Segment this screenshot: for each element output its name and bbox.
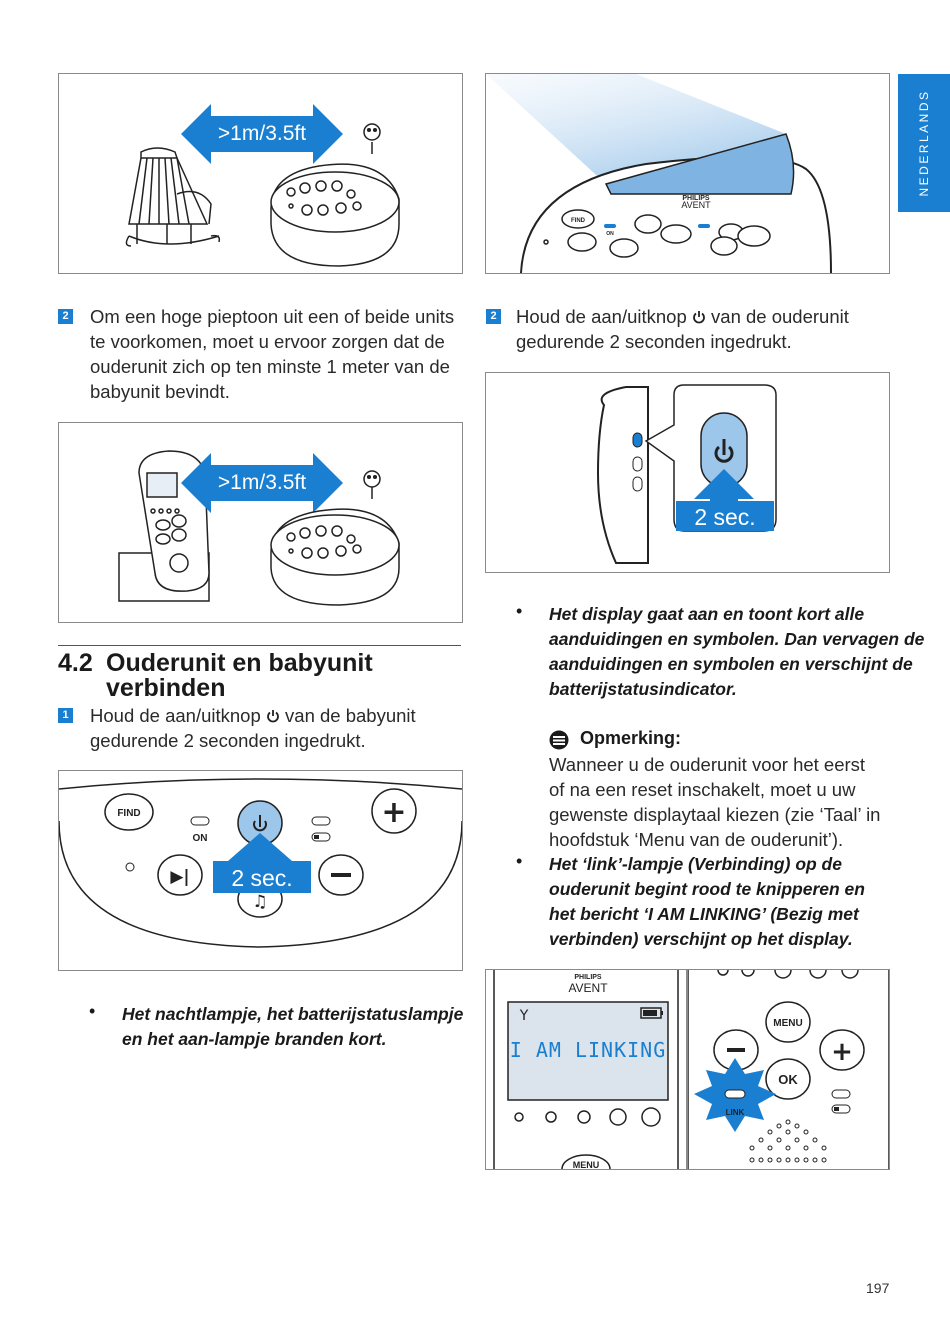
brand-philips: PHILIPS — [682, 195, 710, 202]
baby-unit-icon — [270, 470, 400, 606]
figure-link-light: MENU + OK LINK — [687, 969, 890, 1170]
text-line: Houd de aan/uitknop van de ouderunit — [516, 306, 849, 327]
text-line: Het ‘link’-lampje (Verbinding) op de — [549, 854, 842, 874]
text-line: babyunit bevindt. — [90, 381, 230, 402]
on-label-small: ON — [606, 231, 614, 237]
note-text: Wanneer u de ouderunit voor het eerst of… — [549, 752, 880, 852]
text-line: gedurende 2 seconden ingedrukt. — [516, 331, 792, 352]
page-number: 197 — [866, 1280, 890, 1296]
figure-parent-display: PHILIPS AVENT FIND ON — [485, 73, 890, 274]
text-line: aanduidingen en symbolen. Dan vervagen d… — [549, 629, 925, 649]
hold-label: 2 sec. — [231, 865, 292, 891]
distance-label: >1m/3.5ft — [218, 122, 306, 145]
menu-label: MENU — [773, 1018, 802, 1029]
language-label: NEDERLANDS — [917, 89, 931, 197]
power-icon — [693, 311, 705, 324]
bullet-dot: • — [516, 601, 523, 621]
figure-power-button-parent: 2 sec. — [485, 372, 890, 573]
figure-linking-display: PHILIPS AVENT Y I AM LINKING MENU — [485, 969, 687, 1170]
text-line: gewenste displaytaal kiezen (zie ‘Taal’ … — [549, 804, 881, 825]
baby-unit-icon — [270, 123, 400, 267]
hold-label: 2 sec. — [694, 504, 755, 530]
section-number: 4.2 — [58, 649, 93, 677]
plus-icon: + — [831, 1037, 853, 1067]
brand-avent: AVENT — [681, 200, 711, 210]
step2-text-left: Om een hoge pieptoon uit een of beide un… — [90, 304, 454, 404]
menu-label-small: MENU — [573, 1160, 600, 1169]
text-line: hoofdstuk ‘Menu van de ouderunit’). — [549, 829, 844, 850]
section-title: Ouderunit en babyunit verbinden — [106, 651, 373, 701]
bullet-link-light: Het ‘link’-lampje (Verbinding) op de oud… — [549, 852, 865, 952]
distance-arrow — [181, 104, 343, 164]
section-divider — [58, 645, 461, 646]
lullaby-icon: ♫ — [252, 892, 267, 912]
text-line: te voorkomen, moet u ervoor zorgen dat d… — [90, 331, 445, 352]
minus-icon — [331, 873, 351, 877]
step-number: 2 — [486, 309, 501, 324]
text-line: verbinden) verschijnt op het display. — [549, 929, 853, 949]
step-number: 2 — [58, 309, 73, 324]
bullet-dot: • — [516, 851, 523, 871]
bullet-dot: • — [89, 1001, 96, 1021]
text-line: Houd de aan/uitknop van de babyunit — [90, 705, 416, 726]
brand-philips: PHILIPS — [574, 974, 602, 981]
language-tab: NEDERLANDS — [898, 74, 950, 212]
minus-icon — [727, 1048, 745, 1052]
text-line: en het aan-lampje branden kort. — [122, 1029, 387, 1049]
text-line: gedurende 2 seconden ingedrukt. — [90, 730, 366, 751]
signal-icon: Y — [519, 1008, 529, 1024]
bullet-lights: Het nachtlampje, het batterijstatuslampj… — [122, 1002, 463, 1052]
crib-icon — [125, 147, 221, 247]
find-label: FIND — [117, 808, 140, 819]
text-line: batterijstatusindicator. — [549, 679, 737, 699]
text-line: het bericht ‘I AM LINKING’ (Bezig met — [549, 904, 859, 924]
title-line: Ouderunit en babyunit — [106, 649, 373, 677]
link-label: LINK — [726, 1108, 745, 1117]
text-line: ouderunit zich op ten minste 1 meter van… — [90, 356, 450, 377]
note-icon — [549, 730, 569, 750]
figure-baby-unit-buttons: FIND ON + ▶| ♫ 2 sec. — [58, 770, 463, 971]
ok-label: OK — [778, 1072, 798, 1087]
on-label: ON — [193, 833, 208, 844]
play-pause-icon: ▶| — [170, 867, 189, 887]
note-title: Opmerking: — [580, 728, 682, 748]
text-line: of na een reset inschakelt, moet u uw — [549, 779, 856, 800]
display-text: I AM LINKING — [510, 1038, 667, 1062]
text-line: Het display gaat aan en toont kort alle — [549, 604, 865, 624]
brand-avent: AVENT — [568, 981, 608, 995]
figure-units-distance: >1m/3.5ft — [58, 422, 463, 623]
text-line: Wanneer u de ouderunit voor het eerst — [549, 754, 866, 775]
distance-label: >1m/3.5ft — [218, 471, 306, 494]
text-line: ouderunit begint rood te knipperen en — [549, 879, 865, 899]
text-line: aanduidingen en symbolen en verschijnt d… — [549, 654, 913, 674]
figure-crib-distance: >1m/3.5ft — [58, 73, 463, 274]
text-line: Om een hoge pieptoon uit een of beide un… — [90, 306, 455, 327]
step-number: 1 — [58, 708, 73, 723]
text-line: Het nachtlampje, het batterijstatuslampj… — [122, 1004, 464, 1024]
find-label-small: FIND — [571, 218, 586, 224]
power-icon — [267, 710, 279, 723]
step2-text-right: Houd de aan/uitknop van de ouderunit ged… — [516, 304, 849, 354]
step1-text-left: Houd de aan/uitknop van de babyunit gedu… — [90, 703, 416, 753]
title-line: verbinden — [106, 674, 226, 702]
bullet-display-on: Het display gaat aan en toont kort alle … — [549, 602, 924, 702]
plus-icon: + — [381, 795, 406, 830]
